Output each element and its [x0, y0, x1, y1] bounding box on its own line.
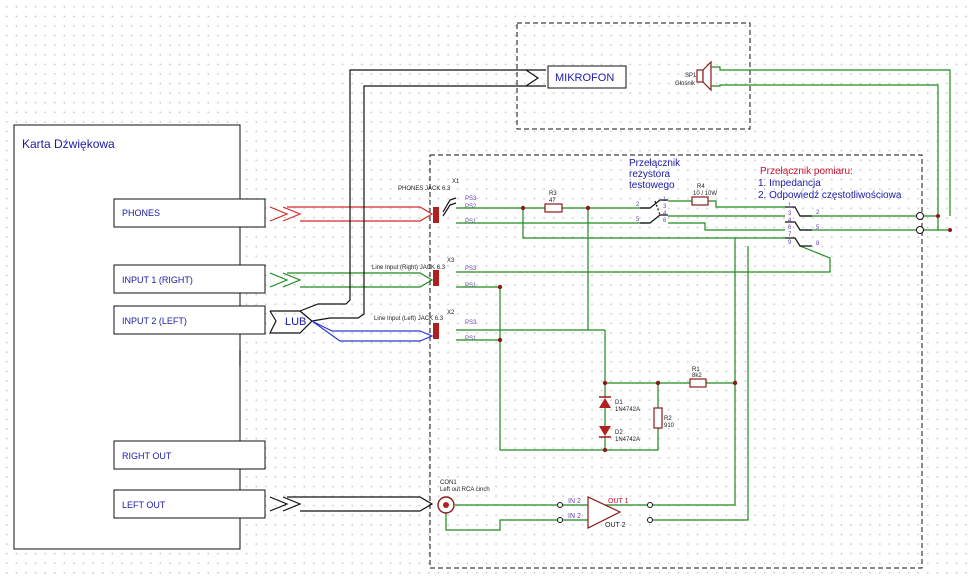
diode-d1: D1 1N4742A: [599, 396, 640, 413]
jack-x3-pin-s1: PS1: [465, 283, 477, 289]
con1-name: Left out RCA cinch: [440, 487, 490, 493]
measure-switch-title: Przełącznik pomiaru:: [760, 166, 853, 177]
r1-value: 8k2: [692, 373, 702, 379]
jack-x1-ref: X1: [452, 179, 460, 185]
measure-option-2: 2. Odpowiedź częstotliwościowa: [758, 190, 902, 201]
phones-cable: [269, 206, 434, 222]
resistor-r4: R4 10 / 10W: [691, 184, 717, 206]
port-left-out-box: [113, 489, 266, 519]
buffer-in2-bottom: IN 2: [568, 513, 581, 520]
resistor-r1: R1 8k2: [689, 367, 707, 388]
jack-x3: X3 Line Input (Right) JACK 6.3 PS3 PS1: [372, 258, 477, 289]
test-pin-3: 3: [663, 204, 667, 210]
port-left-out-label: LEFT OUT: [122, 500, 166, 510]
test-pin-4: 4: [663, 211, 667, 217]
test-pin-1: 1: [663, 197, 667, 203]
r4-value: 10 / 10W: [693, 191, 717, 197]
board-wiring: [445, 200, 950, 531]
measure-pin-8: 8: [816, 241, 820, 247]
jack-x2-body: [433, 323, 439, 339]
speaker-icon: [696, 60, 712, 92]
test-pin-6: 6: [663, 218, 667, 224]
d1-ref: D1: [615, 400, 623, 406]
speaker-name: Głośnik: [675, 81, 696, 87]
jack-x2-name: Line Input (Left) JACK 6.3: [374, 316, 444, 322]
port-input1-label: INPUT 1 (RIGHT): [122, 275, 193, 285]
sound-card-title: Karta Dźwiękowa: [22, 137, 115, 151]
speaker-ref: SP1: [685, 73, 697, 79]
input1-cable: [269, 272, 434, 288]
d2-ref: D2: [615, 430, 623, 436]
port-input2-box: [113, 305, 266, 335]
output-connectors: [916, 212, 952, 234]
test-switch-title-1: Przełącznik: [629, 158, 681, 169]
test-pin-2: 2: [636, 202, 640, 208]
jack-x3-body: [433, 270, 439, 286]
r1-ref: R1: [692, 367, 700, 373]
con1-ref: CON1: [440, 480, 457, 486]
test-resistor-switch: Przełącznik rezystora testowego 2 5 1 3 …: [629, 158, 681, 224]
d2-value: 1N4742A: [615, 437, 640, 443]
jack-x2-pin-s1: PS1: [465, 336, 477, 342]
buffer-out1: OUT 1: [608, 498, 629, 505]
r2-ref: R2: [664, 416, 672, 422]
jack-x1-pin-s2: PS2: [465, 204, 477, 210]
jack-x2-ref: X2: [447, 310, 455, 316]
port-input2-label: INPUT 2 (LEFT): [122, 316, 187, 326]
port-input1-box: [113, 264, 266, 294]
or-label: LUB: [285, 316, 306, 328]
measure-pin-9: 9: [788, 240, 792, 246]
test-switch-title-2: rezystora: [629, 169, 671, 180]
jack-x1-pin-s3: PS3: [465, 196, 477, 202]
jack-x3-ref: X3: [447, 258, 455, 264]
mic-speaker-frame: [516, 22, 751, 130]
measure-pin-5: 5: [816, 225, 820, 231]
r3-ref: R3: [549, 191, 557, 197]
diode-d2: D2 1N4742A: [599, 426, 640, 443]
measure-pin-2: 2: [816, 210, 820, 216]
sound-card: Karta Dźwiękowa PHONES INPUT 1 (RIGHT) I…: [13, 124, 266, 550]
rca-connector-con1: CON1 Left out RCA cinch: [437, 480, 490, 514]
mic-block: MIKROFON SP1 Głośnik: [525, 60, 951, 230]
measure-pin-4: 4: [788, 218, 792, 224]
measurement-switch: Przełącznik pomiaru: 1. Impedancja 2. Od…: [758, 166, 902, 247]
port-right-out-box: [113, 440, 266, 470]
sound-card-body: [13, 124, 241, 550]
buffer-in2-top: IN 2: [568, 498, 581, 505]
r4-ref: R4: [697, 184, 705, 190]
measure-pin-3: 3: [788, 211, 792, 217]
buffer-out2: OUT 2: [605, 522, 626, 529]
jack-x2: X2 Line Input (Left) JACK 6.3 PS3 PS1: [374, 310, 477, 342]
measure-pin-6: 6: [788, 225, 792, 231]
r2-value: 910: [664, 423, 675, 429]
measure-pin-7: 7: [788, 232, 792, 238]
measurement-board-frame: [429, 154, 923, 569]
jack-x1: X1 PHONES JACK 6.3 PS3 PS2 PS1: [398, 179, 477, 225]
test-pin-5: 5: [636, 217, 640, 223]
port-phones-label: PHONES: [122, 208, 160, 218]
jack-x1-pin-s1: PS1: [465, 219, 477, 225]
jack-x3-name: Line Input (Right) JACK 6.3: [372, 265, 446, 271]
measure-pin-1: 1: [788, 203, 792, 209]
measure-option-1: 1. Impedancja: [758, 178, 821, 189]
mic-label: MIKROFON: [555, 72, 614, 84]
junctions: [497, 205, 738, 453]
test-switch-title-3: testowego: [629, 180, 675, 191]
port-phones-box: [113, 198, 266, 228]
resistor-r2: R2 910: [653, 407, 675, 429]
r3-value: 47: [549, 198, 556, 204]
buffer-amplifier: IN 2 IN 2 OUT 1 OUT 2: [557, 496, 653, 529]
jack-x1-name: PHONES JACK 6.3: [398, 186, 451, 192]
jack-x2-pin-s3: PS3: [465, 320, 477, 326]
d1-value: 1N4742A: [615, 407, 640, 413]
left-out-cable: [269, 496, 434, 512]
jack-x3-pin-s3: PS3: [465, 266, 477, 272]
resistor-r3: R3 47: [544, 191, 563, 213]
input2-cable: LUB: [269, 69, 546, 342]
jack-x1-body: [433, 207, 439, 223]
mic-label-box: [547, 65, 627, 89]
port-right-out-label: RIGHT OUT: [122, 451, 172, 461]
